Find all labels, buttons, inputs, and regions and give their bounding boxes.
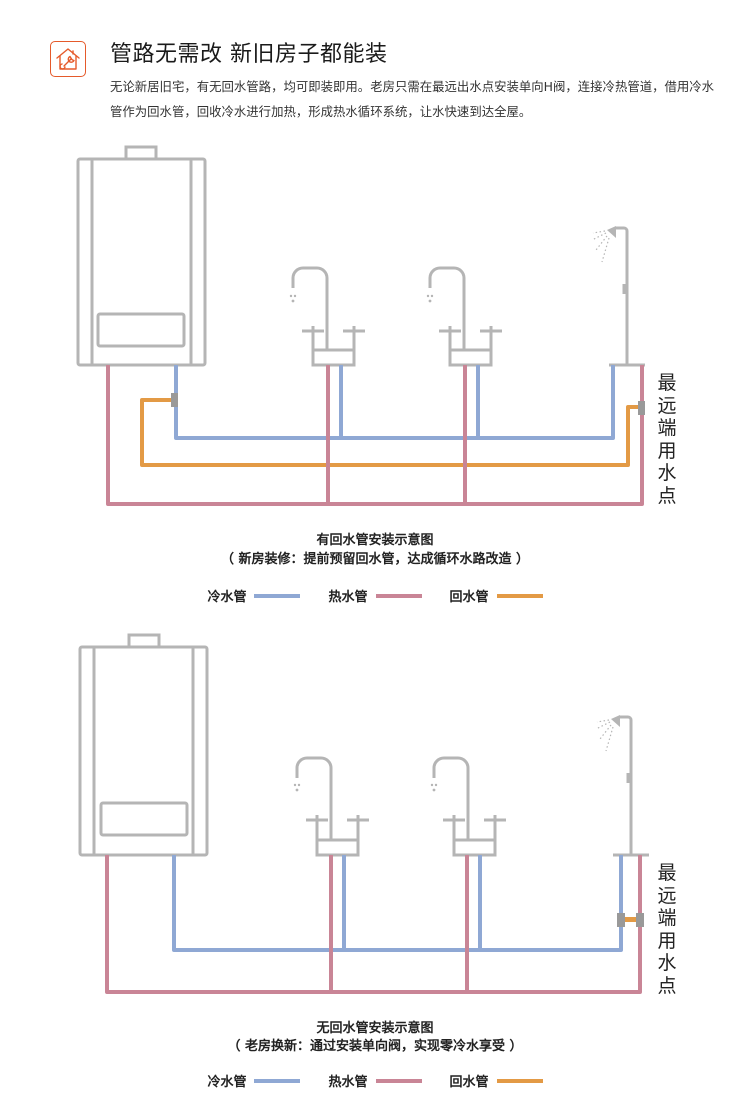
diagram-subcaption: （ 老房换新：通过安装单向阀，实现零冷水享受 ） — [227, 1039, 523, 1054]
water-drops-icon — [430, 783, 438, 792]
diagram-with-return — [76, 145, 645, 506]
return-pipe — [140, 398, 640, 467]
hot-pipe — [106, 365, 644, 506]
legend-swatch-hot — [375, 593, 422, 598]
shower-spray — [595, 719, 614, 752]
water-drops-icon — [289, 294, 297, 303]
pipes — [106, 365, 644, 506]
faucet-1 — [291, 266, 365, 367]
legend-swatch-cold — [254, 1078, 301, 1083]
water-heater — [76, 145, 207, 367]
legend-hot: 热水管 — [328, 586, 422, 605]
legend-swatch-return — [496, 593, 543, 598]
faucet-2 — [432, 756, 506, 857]
pipes — [105, 855, 642, 994]
legend-cold: 冷水管 — [207, 1071, 301, 1090]
page-title: 管路无需改 新旧房子都能装 — [110, 42, 388, 67]
legend-hot: 热水管 — [328, 1071, 422, 1090]
legend-return: 回水管 — [450, 1071, 543, 1090]
shower-head-icon — [607, 226, 616, 238]
diagram-without-return — [78, 633, 649, 994]
faucet-2 — [428, 266, 502, 367]
diagram-caption: 无回水管安装示意图 — [316, 1021, 434, 1036]
far-point-label: 最远端用水点 — [657, 862, 677, 997]
water-heater — [78, 633, 209, 857]
valve-icon — [171, 393, 178, 407]
water-drops-icon — [293, 783, 301, 792]
water-drops-icon — [426, 294, 434, 303]
diagram-caption: 有回水管安装示意图 — [316, 533, 434, 548]
valve-icon — [638, 401, 645, 415]
legend: 冷水管 热水管 回水管 — [0, 1071, 750, 1090]
legend-swatch-hot — [375, 1078, 422, 1083]
h-valve-icon — [617, 913, 644, 927]
hot-pipe — [105, 855, 642, 994]
shower — [613, 715, 649, 857]
legend-swatch-return — [496, 1078, 543, 1083]
legend-return: 回水管 — [450, 586, 543, 605]
faucet-1 — [295, 756, 369, 857]
legend-cold: 冷水管 — [207, 586, 301, 605]
house-wrench-icon — [50, 41, 86, 77]
legend-swatch-cold — [254, 593, 301, 598]
legend: 冷水管 热水管 回水管 — [0, 586, 750, 605]
shower-spray — [591, 230, 610, 263]
description: 无论新居旧宅，有无回水管路，均可即装即用。老房只需在最远出水点安装单向H阀，连接… — [110, 79, 715, 119]
far-point-label: 最远端用水点 — [657, 372, 677, 507]
diagram-subcaption: （ 新房装修：提前预留回水管，达成循环水路改造 ） — [220, 552, 530, 567]
shower-head-icon — [611, 715, 620, 727]
cold-pipe — [172, 855, 623, 952]
